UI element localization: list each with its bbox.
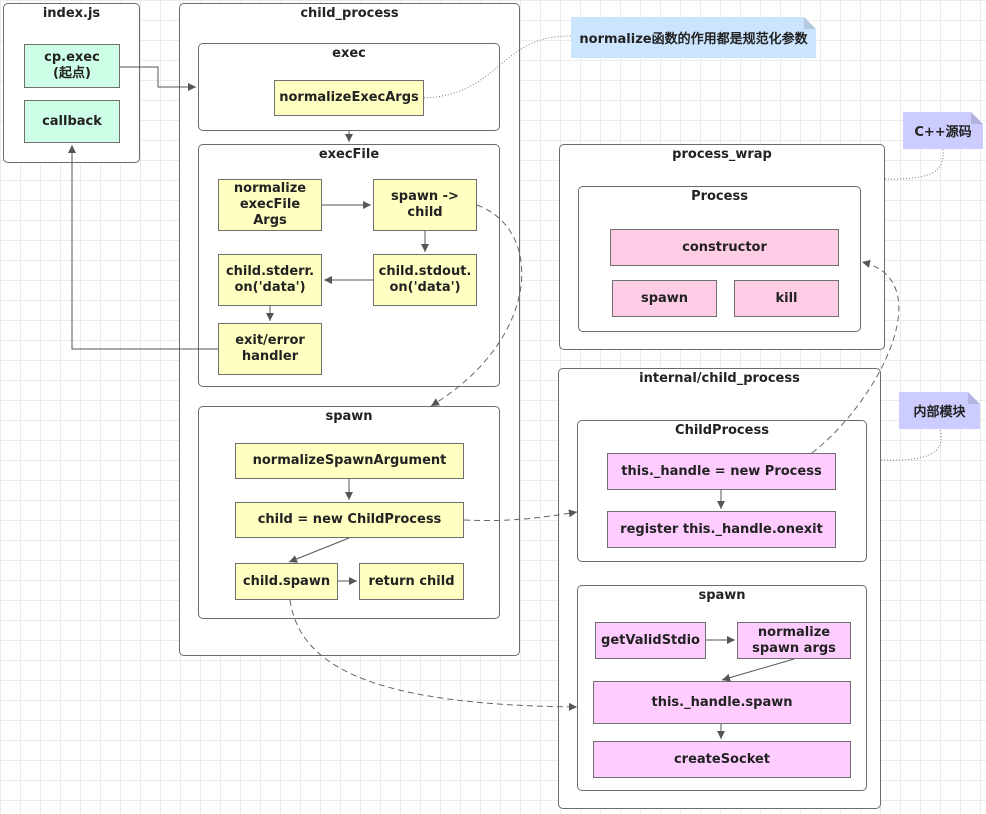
note-link-internal: [880, 428, 942, 461]
create-socket-node: createSocket: [593, 741, 851, 778]
normalize-spawn-args-node: normalize spawn args: [737, 622, 851, 659]
return-child-node: return child: [359, 563, 464, 600]
normalize-spawn-argument-node: normalizeSpawnArgument: [235, 443, 464, 479]
process-spawn-node: spawn: [612, 280, 717, 317]
cp-exec-node: cp.exec (起点): [24, 44, 120, 88]
callback-node: callback: [24, 100, 120, 143]
normalize-execfile-args-node: normalize execFile Args: [218, 179, 322, 231]
spawn-child-node: spawn -> child: [373, 179, 477, 231]
cpp-source-note: C++源码: [903, 112, 983, 149]
internal-module-note-fold: [968, 392, 980, 404]
handle-spawn-node: this._handle.spawn: [593, 681, 851, 724]
child-process-title: child_process: [300, 6, 399, 21]
note-link-cpp: [884, 148, 944, 180]
exec-title: exec: [332, 46, 366, 61]
child-stderr-node: child.stderr. on('data'): [218, 254, 322, 306]
childprocess-class-title: ChildProcess: [675, 423, 769, 438]
child-spawn-node: child.spawn: [235, 563, 338, 600]
internal-spawn-title: spawn: [698, 588, 746, 603]
constructor-node: constructor: [610, 229, 839, 266]
process-kill-node: kill: [734, 280, 839, 317]
execfile-title: execFile: [318, 147, 380, 162]
handle-new-process-node: this._handle = new Process: [607, 453, 836, 490]
internal-child-process-title: internal/child_process: [639, 371, 800, 386]
normalize-note-fold: [804, 17, 816, 29]
internal-module-note: 内部模块: [899, 392, 980, 429]
index-js-title: index.js: [42, 6, 101, 21]
register-onexit-node: register this._handle.onexit: [607, 511, 836, 548]
process-class-title: Process: [691, 189, 748, 204]
spawn-title: spawn: [325, 409, 373, 424]
exit-error-handler-node: exit/error handler: [218, 323, 322, 375]
cpp-source-note-fold: [971, 112, 983, 124]
normalize-note: normalize函数的作用都是规范化参数: [571, 17, 816, 58]
process-wrap-title: process_wrap: [672, 147, 772, 162]
new-childprocess-node: child = new ChildProcess: [235, 502, 464, 538]
get-valid-stdio-node: getValidStdio: [595, 622, 706, 659]
child-stdout-node: child.stdout. on('data'): [373, 254, 477, 306]
normalize-exec-args-node: normalizeExecArgs: [274, 80, 424, 116]
